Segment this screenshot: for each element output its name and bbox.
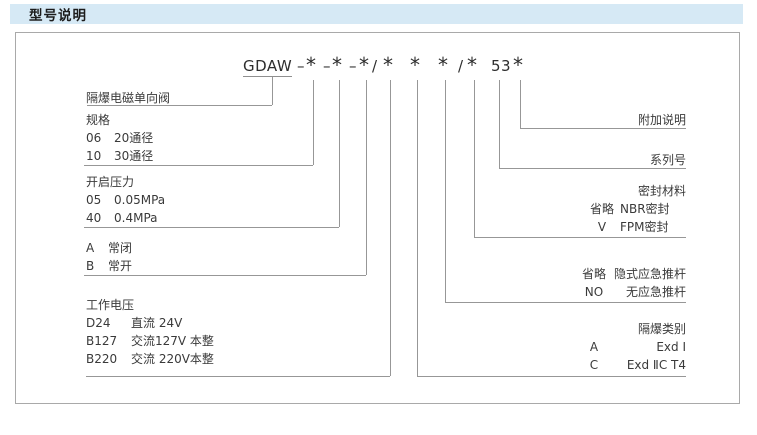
- connector-horizontal-note: [520, 128, 686, 129]
- model-code-dash: –: [349, 57, 357, 75]
- model-code-star-4: *: [383, 53, 393, 77]
- label-valve-type-title: 隔爆电磁单向阀: [86, 91, 171, 105]
- connector-horizontal-valve-type: [87, 105, 272, 106]
- label-series-number: 系列号: [650, 151, 686, 169]
- connector-horizontal-seal: [474, 237, 686, 238]
- model-code-star-2: *: [332, 53, 342, 77]
- connector-vertical-seal: [474, 80, 475, 237]
- label-series-number-title: 系列号: [649, 153, 686, 167]
- model-code-dash: –: [297, 57, 305, 75]
- connector-vertical-voltage: [390, 80, 391, 376]
- label-opening-pressure-title: 开启压力: [86, 175, 135, 189]
- label-valve-type: 隔爆电磁单向阀: [86, 89, 170, 107]
- model-code-series: 53: [491, 57, 512, 75]
- connector-horizontal-spec: [84, 165, 313, 166]
- diagram-box: [15, 32, 740, 404]
- connector-vertical-spec: [313, 80, 314, 165]
- model-code-slash: /: [458, 57, 464, 75]
- model-code-star-5: *: [410, 53, 420, 77]
- model-code-star-8: *: [513, 53, 523, 77]
- label-working-voltage-title: 工作电压: [86, 298, 135, 312]
- connector-vertical-note: [520, 80, 521, 128]
- connector-horizontal-pushrod: [445, 302, 686, 303]
- connector-horizontal-explosion-class: [417, 376, 686, 377]
- connector-vertical-explosion-class: [417, 80, 418, 376]
- connector-vertical-series: [499, 80, 500, 168]
- model-code-prefix: GDAW: [243, 57, 293, 77]
- section-header: 型号说明: [10, 4, 743, 24]
- connector-vertical-pushrod: [445, 80, 446, 302]
- label-explosion-class-title: 隔爆类别: [637, 322, 686, 336]
- label-additional-note: 附加说明: [638, 111, 686, 129]
- model-code-slash: /: [372, 57, 378, 75]
- connector-horizontal-pressure: [84, 227, 339, 228]
- label-seal-material-title: 密封材料: [637, 184, 686, 198]
- label-emergency-pushrod-row: 省略隐式应急推杆: [581, 267, 686, 281]
- connector-vertical-pressure: [339, 80, 340, 227]
- connector-horizontal-series: [499, 168, 686, 169]
- model-code-star-1: *: [306, 53, 316, 77]
- label-spec-title: 规格: [86, 113, 111, 127]
- model-code-dash: –: [323, 57, 331, 75]
- label-additional-note-title: 附加说明: [637, 113, 686, 127]
- model-code-star-7: *: [467, 53, 477, 77]
- model-code-star-6: *: [438, 53, 448, 77]
- connector-horizontal-voltage: [86, 376, 390, 377]
- connector-vertical-valve-state: [366, 80, 367, 275]
- section-title: 型号说明: [29, 8, 87, 24]
- model-code-star-3: *: [359, 53, 369, 77]
- connector-vertical-valve-type: [272, 77, 273, 105]
- connector-horizontal-valve-state: [84, 275, 366, 276]
